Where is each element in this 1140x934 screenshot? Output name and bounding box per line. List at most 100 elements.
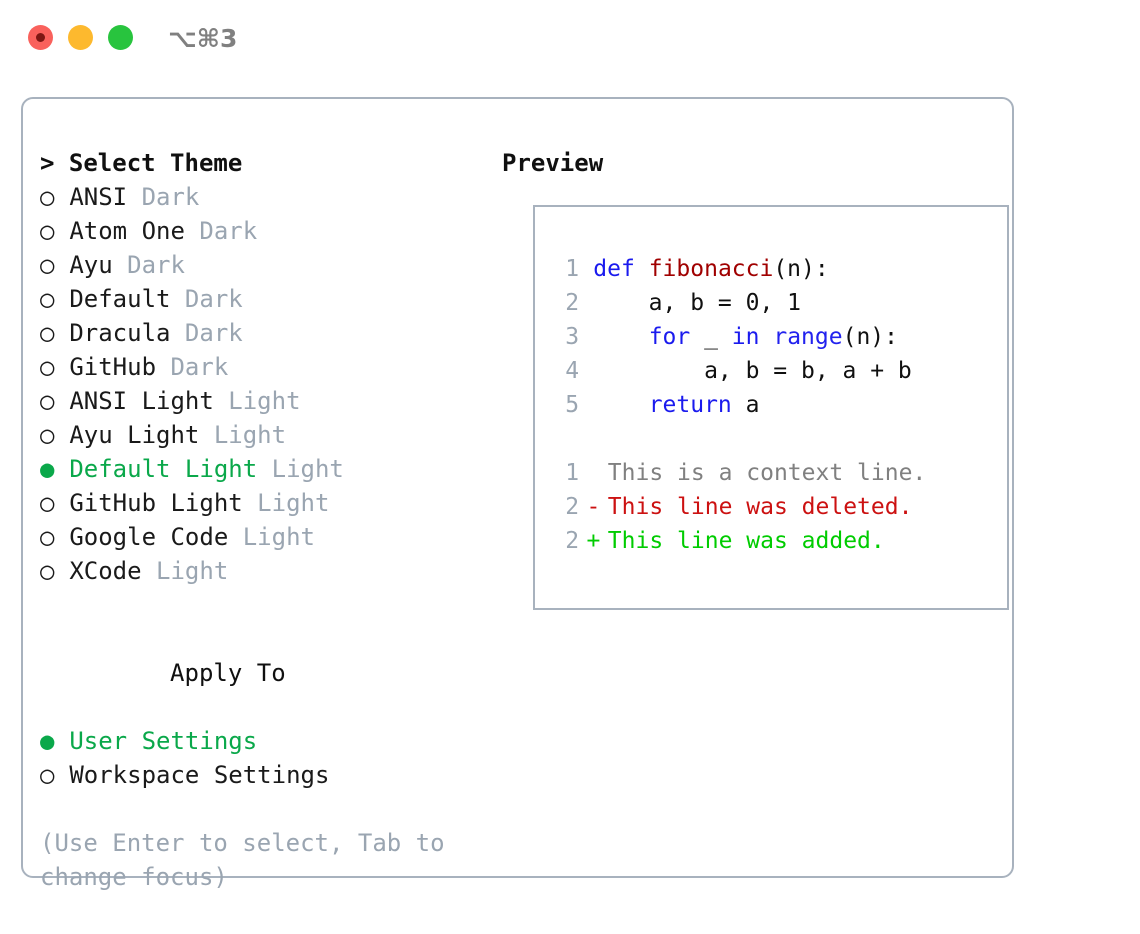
theme-option-github-light[interactable]: ○ GitHub Light Light [40, 486, 480, 520]
theme-list-column: > Select Theme ○ ANSI Dark○ Atom One Dar… [40, 146, 480, 894]
code-line: 2 a, b = 0, 1 [548, 286, 912, 320]
theme-option-label: XCode [54, 557, 157, 585]
theme-option-variant-badge: Dark [127, 251, 185, 279]
radio-unselected-icon: ○ [40, 387, 55, 415]
code-gutter-gap [579, 286, 593, 320]
radio-unselected-icon: ○ [40, 353, 55, 381]
code-token-kw: def [593, 256, 635, 282]
radio-unselected-icon: ○ [40, 421, 55, 449]
apply-to-option-label: Workspace Settings [54, 761, 330, 789]
diff-line-text: This line was deleted. [607, 494, 913, 520]
theme-option-variant-badge: Light [257, 489, 330, 517]
theme-option-list[interactable]: ○ ANSI Dark○ Atom One Dark○ Ayu Dark○ De… [40, 180, 480, 588]
theme-option-label: ANSI [54, 183, 142, 211]
code-line: 4 a, b = b, a + b [548, 354, 912, 388]
theme-option-variant-badge: Light [271, 455, 344, 483]
diff-line-del: 2-This line was deleted. [548, 490, 926, 524]
diff-marker-add: + [586, 528, 601, 554]
radio-unselected-icon: ○ [40, 319, 55, 347]
theme-option-variant-badge: Dark [170, 353, 229, 381]
radio-unselected-icon: ○ [40, 557, 55, 585]
theme-option-xcode[interactable]: ○ XCode Light [40, 554, 480, 588]
keyboard-hint-text: (Use Enter to select, Tab to change focu… [40, 829, 460, 891]
theme-option-variant-badge: Light [228, 387, 301, 415]
code-token-plain [759, 324, 773, 350]
radio-selected-icon: ● [40, 727, 55, 755]
diff-line-add: 2+This line was added. [548, 524, 926, 558]
theme-option-label: Ayu [54, 251, 128, 279]
preview-heading: Preview [502, 149, 604, 177]
theme-option-label: ANSI Light [54, 387, 229, 415]
theme-option-atom-one[interactable]: ○ Atom One Dark [40, 214, 480, 248]
radio-unselected-icon: ○ [40, 761, 55, 789]
theme-option-default[interactable]: ○ Default Dark [40, 282, 480, 316]
code-line-number: 1 [565, 256, 580, 282]
apply-to-option-label: User Settings [54, 727, 258, 755]
code-token-fn: fibonacci [648, 256, 774, 282]
theme-option-google-code[interactable]: ○ Google Code Light [40, 520, 480, 554]
diff-line-number: 1 [565, 460, 580, 486]
code-line: 5 return a [548, 388, 912, 422]
apply-to-heading-indent [156, 659, 170, 687]
list-spacer [40, 588, 480, 622]
theme-selector-panel: > Select Theme ○ ANSI Dark○ Atom One Dar… [21, 97, 1014, 891]
theme-option-ayu[interactable]: ○ Ayu Dark [40, 248, 480, 282]
code-line-number: 5 [565, 392, 580, 418]
theme-option-label: Ayu Light [54, 421, 214, 449]
theme-option-label: Atom One [54, 217, 200, 245]
apply-to-option-workspace-settings[interactable]: ○ Workspace Settings [40, 758, 480, 792]
theme-option-variant-badge: Dark [141, 183, 200, 211]
theme-option-ayu-light[interactable]: ○ Ayu Light Light [40, 418, 480, 452]
diff-line-text: This line was added. [607, 528, 885, 554]
maximize-window-button[interactable] [108, 25, 133, 50]
theme-option-variant-badge: Dark [184, 319, 243, 347]
theme-option-ansi[interactable]: ○ ANSI Dark [40, 180, 480, 214]
theme-option-variant-badge: Dark [199, 217, 258, 245]
code-token-builtin: range [773, 324, 843, 350]
theme-option-variant-badge: Light [156, 557, 229, 585]
code-line: 1 def fibonacci(n): [548, 252, 912, 286]
code-token-plain: (n): [842, 324, 898, 350]
code-token-plain: a [731, 392, 760, 418]
code-line: 3 for _ in range(n): [548, 320, 912, 354]
apply-to-option-list[interactable]: ● User Settings○ Workspace Settings [40, 724, 480, 792]
radio-unselected-icon: ○ [40, 285, 55, 313]
apply-to-option-user-settings[interactable]: ● User Settings [40, 724, 480, 758]
code-token-plain: a, b = b, a + b [593, 358, 912, 384]
theme-option-github[interactable]: ○ GitHub Dark [40, 350, 480, 384]
radio-unselected-icon: ○ [40, 489, 55, 517]
theme-option-variant-badge: Dark [184, 285, 243, 313]
theme-option-dracula[interactable]: ○ Dracula Dark [40, 316, 480, 350]
window-titlebar: ⌥⌘3 [0, 0, 1140, 80]
theme-option-variant-badge: Light [213, 421, 287, 449]
diff-line-text: This is a context line. [607, 460, 927, 486]
radio-unselected-icon: ○ [40, 523, 55, 551]
apply-to-heading-label: Apply To [170, 659, 286, 687]
theme-option-label: Default Light [54, 455, 272, 483]
code-token-plain: a, b = 0, 1 [593, 290, 802, 316]
code-line-number: 3 [565, 324, 580, 350]
diff-line-number: 2 [565, 528, 580, 554]
theme-option-default-light[interactable]: ● Default Light Light [40, 452, 480, 486]
code-token-kw: return [648, 392, 732, 418]
code-gutter-gap [579, 388, 593, 422]
code-line-number: 2 [565, 290, 580, 316]
code-token-plain: (n): [773, 256, 829, 282]
code-gutter-gap [579, 354, 593, 388]
theme-option-ansi-light[interactable]: ○ ANSI Light Light [40, 384, 480, 418]
code-token-plain [593, 392, 648, 418]
radio-unselected-icon: ○ [40, 217, 55, 245]
diff-line-ctx: 1 This is a context line. [548, 456, 926, 490]
theme-option-label: Dracula [54, 319, 185, 347]
close-window-button[interactable] [28, 25, 53, 50]
theme-option-label: Google Code [54, 523, 243, 551]
diff-line-number: 2 [565, 494, 580, 520]
code-gutter-gap [579, 320, 593, 354]
minimize-window-button[interactable] [68, 25, 93, 50]
diff-marker-ctx [579, 456, 608, 490]
select-theme-heading: > Select Theme [40, 149, 243, 177]
theme-option-label: GitHub [54, 353, 171, 381]
